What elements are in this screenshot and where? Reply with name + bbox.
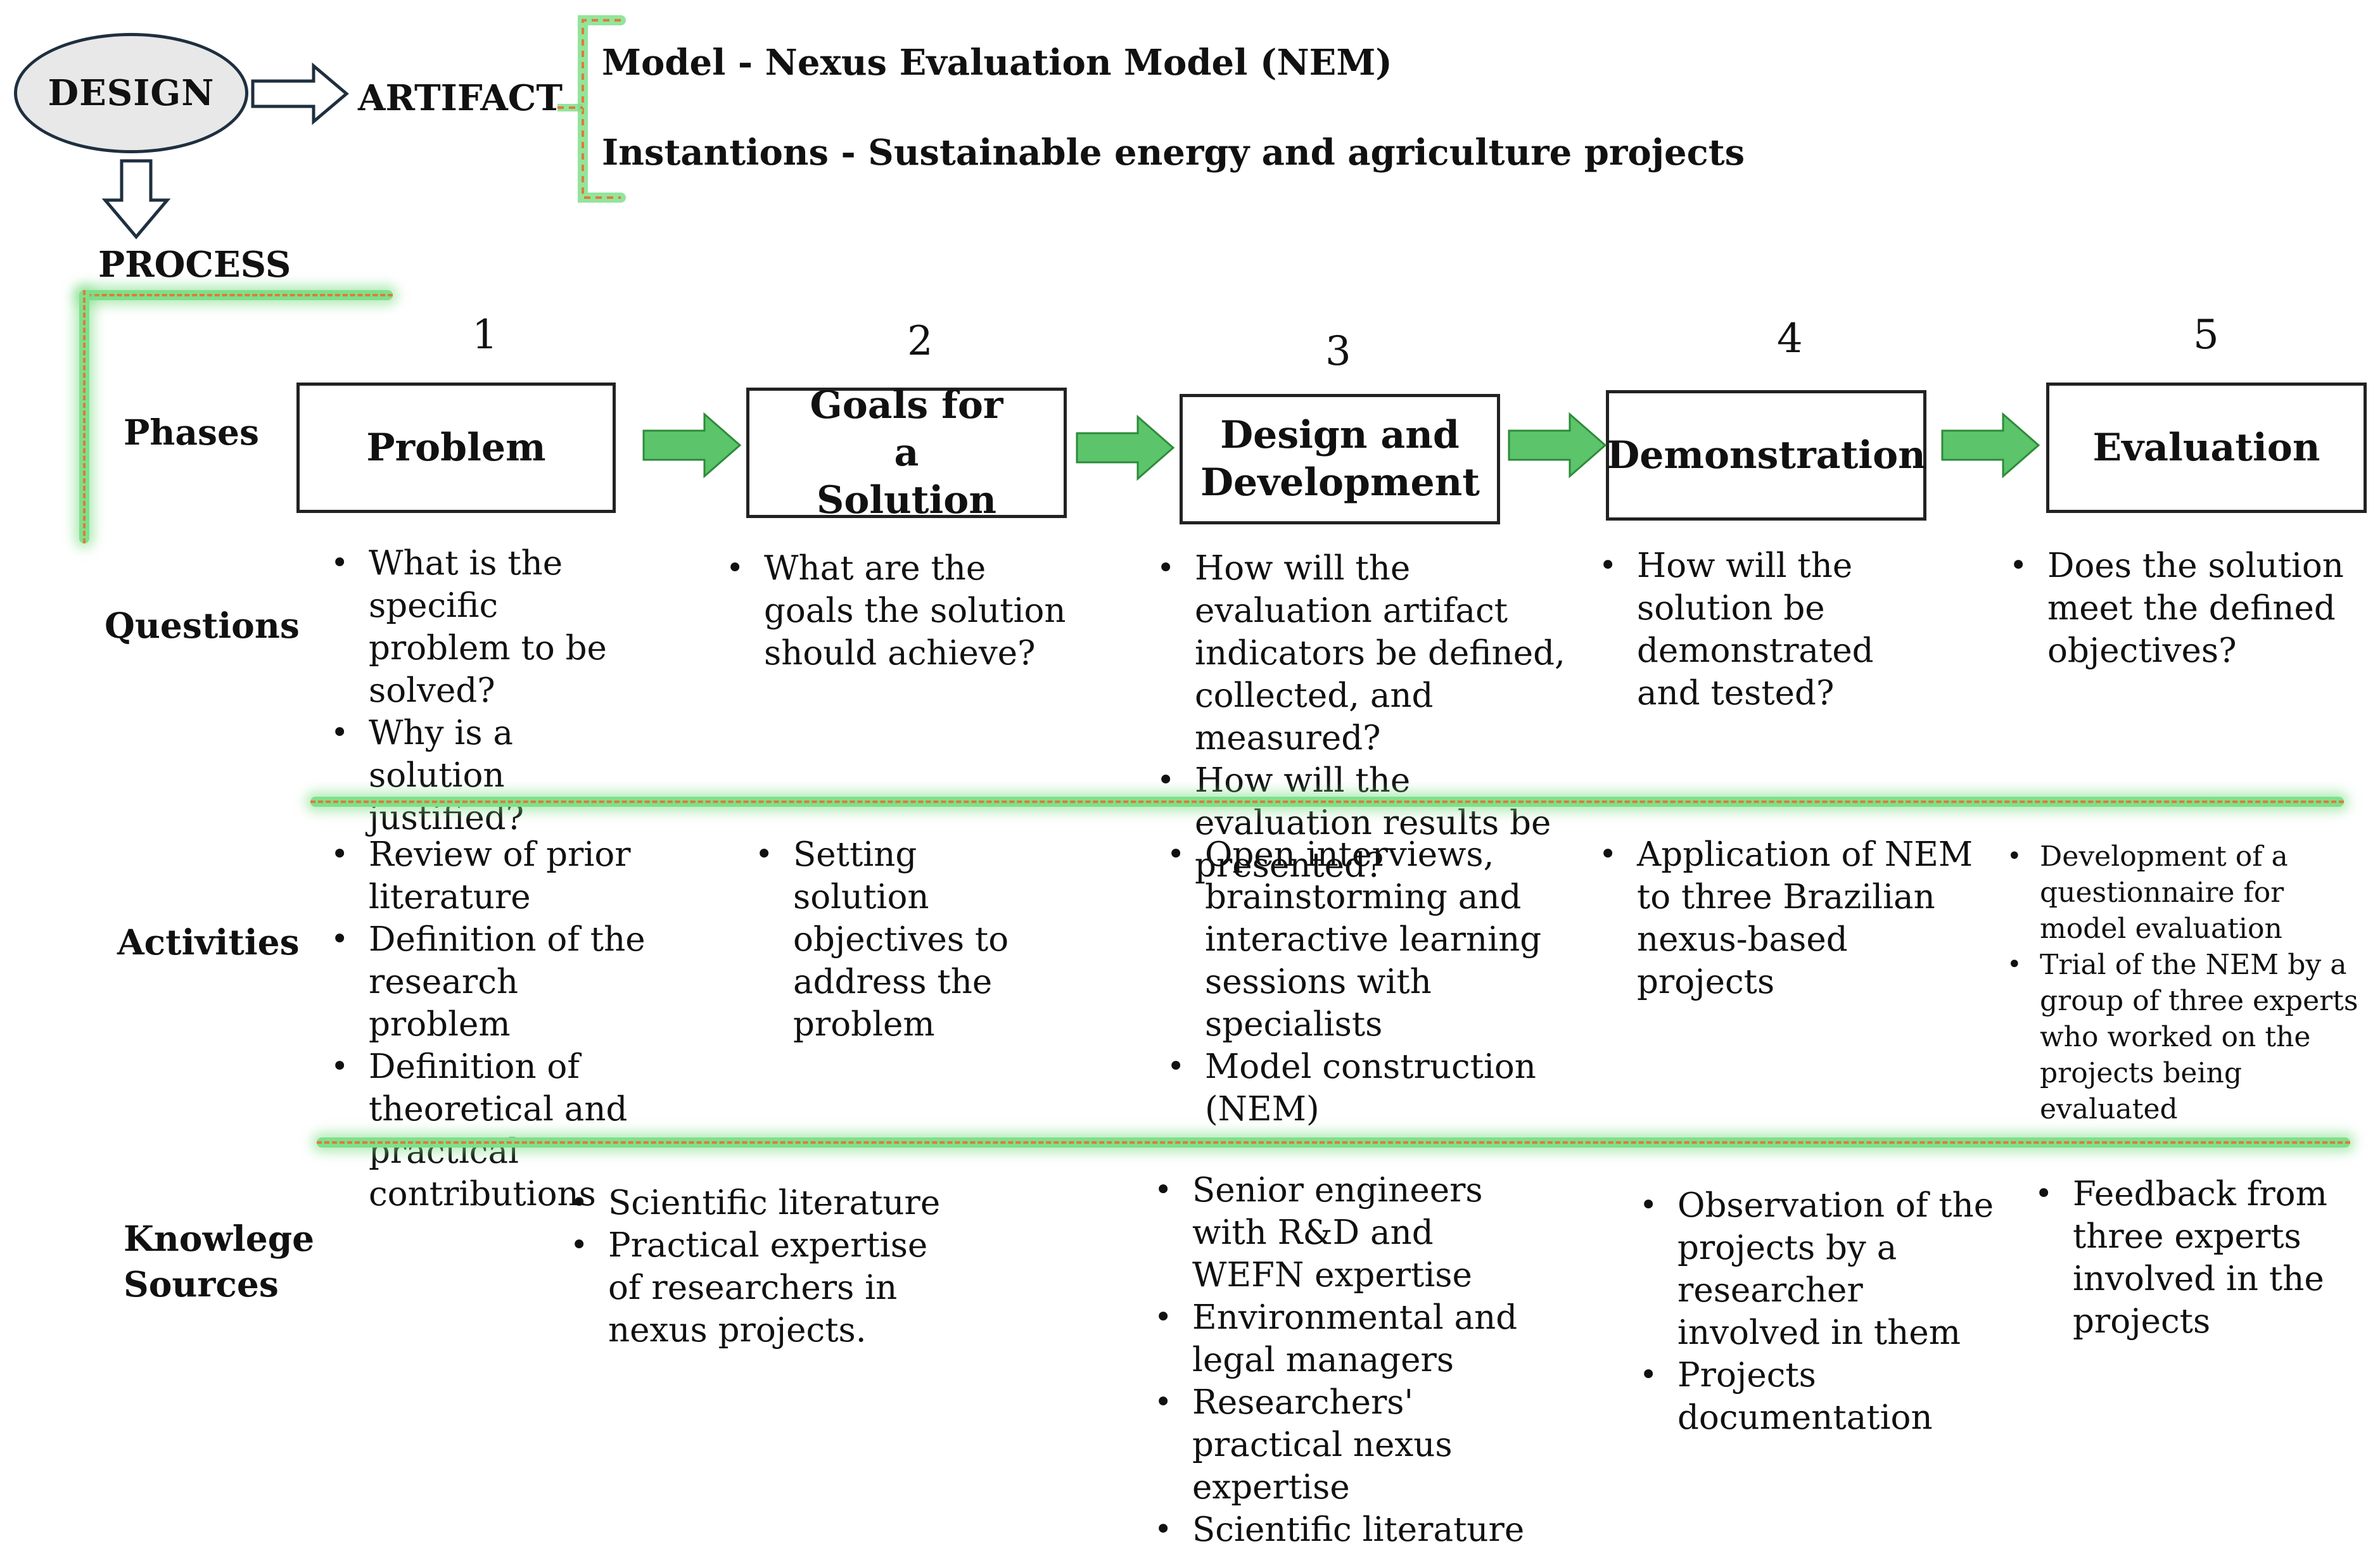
- phase-box-design: Design and Development: [1180, 394, 1500, 524]
- list-item: Setting solution objectives to address t…: [755, 833, 1059, 1046]
- design-label: DESIGN: [48, 72, 215, 114]
- list-item: Definition of theoretical and practical …: [331, 1046, 723, 1215]
- knowledge-line-1: Knowlege: [124, 1218, 315, 1259]
- row-separator: [310, 797, 2344, 807]
- artifact-bracket: [557, 15, 626, 203]
- list-item: Senior engineers with R&D and WEFN exper…: [1154, 1169, 1547, 1296]
- questions-list-1: What is the specific problem to be solve…: [331, 542, 647, 839]
- list-item: Open interviews, brainstorming and inter…: [1167, 833, 1547, 1046]
- phase-box-problem: Problem: [296, 383, 616, 513]
- list-item: Does the solution meet the defined objec…: [2009, 545, 2351, 672]
- list-item: Scientific literature: [1154, 1509, 1560, 1551]
- questions-list-2: What are the goals the solution should a…: [726, 547, 1081, 674]
- row-separator: [317, 1137, 2350, 1148]
- list-item: Environmental and legal managers: [1154, 1296, 1547, 1381]
- list-item: Definition of the research problem: [331, 918, 660, 1046]
- row-label-knowledge: Knowlege Sources: [124, 1216, 314, 1307]
- phase-title: Evaluation: [2092, 425, 2320, 470]
- list-item: Researchers' practical nexus expertise: [1154, 1381, 1560, 1509]
- row-label-phases: Phases: [124, 412, 259, 453]
- list-item: Observation of the projects by a researc…: [1639, 1184, 1994, 1354]
- phase-box-evaluation: Evaluation: [2046, 383, 2367, 513]
- list-item: Trial of the NEM by a group of three exp…: [2007, 947, 2374, 1127]
- list-item: Projects documentation: [1639, 1354, 1956, 1439]
- artifact-model: Model - Nexus Evaluation Model (NEM): [602, 42, 1392, 84]
- process-label: PROCESS: [98, 244, 291, 286]
- sources-list-4: Observation of the projects by a researc…: [1639, 1184, 1994, 1439]
- list-item: Scientific literature: [570, 1182, 963, 1224]
- sources-list-5: Feedback from three experts involved in …: [2035, 1173, 2351, 1343]
- phase-number-1: 1: [472, 312, 498, 358]
- phase-number-2: 2: [907, 318, 933, 365]
- activities-list-3: Open interviews, brainstorming and inter…: [1167, 833, 1547, 1130]
- arrow-down-icon: [101, 159, 171, 239]
- row-label-activities: Activities: [117, 921, 300, 963]
- questions-list-3: How will the evaluation artifact indicat…: [1157, 547, 1588, 887]
- phase-title: Demonstration: [1607, 433, 1926, 478]
- list-item: Review of prior literature: [331, 833, 635, 918]
- design-ellipse: DESIGN: [14, 33, 248, 153]
- artifact-label: ARTIFACT: [358, 77, 563, 119]
- phase-title: Design and Development: [1200, 413, 1480, 505]
- process-left-line: [79, 290, 89, 543]
- list-item: How will the evaluation artifact indicat…: [1157, 547, 1588, 759]
- knowledge-line-2: Sources: [124, 1263, 279, 1305]
- list-item: Why is a solution justified?: [331, 712, 559, 839]
- questions-list-4: How will the solution be demonstrated an…: [1599, 545, 1941, 714]
- phase-arrow-icon: [1508, 412, 1607, 479]
- activities-list-1: Review of prior literature Definition of…: [331, 833, 723, 1215]
- list-item: How will the solution be demonstrated an…: [1599, 545, 1941, 714]
- artifact-instantions: Instantions - Sustainable energy and agr…: [602, 132, 1745, 174]
- phase-arrow-icon: [642, 412, 742, 479]
- sources-list-3: Senior engineers with R&D and WEFN exper…: [1154, 1169, 1560, 1551]
- list-item: What are the goals the solution should a…: [726, 547, 1081, 674]
- activities-list-5: Development of a questionnaire for model…: [2007, 839, 2374, 1127]
- phase-box-demonstration: Demonstration: [1606, 390, 1926, 521]
- phase-box-goals: Goals for a Solution: [746, 383, 1067, 522]
- questions-list-5: Does the solution meet the defined objec…: [2009, 545, 2351, 672]
- sources-list-2: Scientific literature Practical expertis…: [570, 1182, 963, 1352]
- phase-number-5: 5: [2193, 312, 2219, 358]
- phase-arrow-icon: [1941, 412, 2040, 479]
- list-item: Practical expertise of researchers in ne…: [570, 1224, 938, 1352]
- list-item: Model construction (NEM): [1167, 1046, 1547, 1130]
- list-item: Development of a questionnaire for model…: [2007, 839, 2374, 947]
- list-item: Feedback from three experts involved in …: [2035, 1173, 2339, 1343]
- list-item: Application of NEM to three Brazilian ne…: [1599, 833, 1979, 1003]
- row-label-questions: Questions: [105, 605, 300, 646]
- activities-list-2: Setting solution objectives to address t…: [755, 833, 1059, 1046]
- process-top-line: [79, 290, 393, 300]
- list-item: What is the specific problem to be solve…: [331, 542, 647, 712]
- phase-number-4: 4: [1777, 315, 1803, 362]
- phase-arrow-icon: [1076, 414, 1175, 481]
- phase-title: Problem: [366, 425, 546, 470]
- arrow-right-icon: [251, 62, 349, 125]
- phase-title: Goals for a Solution: [810, 383, 1003, 522]
- phase-number-3: 3: [1325, 328, 1351, 375]
- activities-list-4: Application of NEM to three Brazilian ne…: [1599, 833, 1979, 1003]
